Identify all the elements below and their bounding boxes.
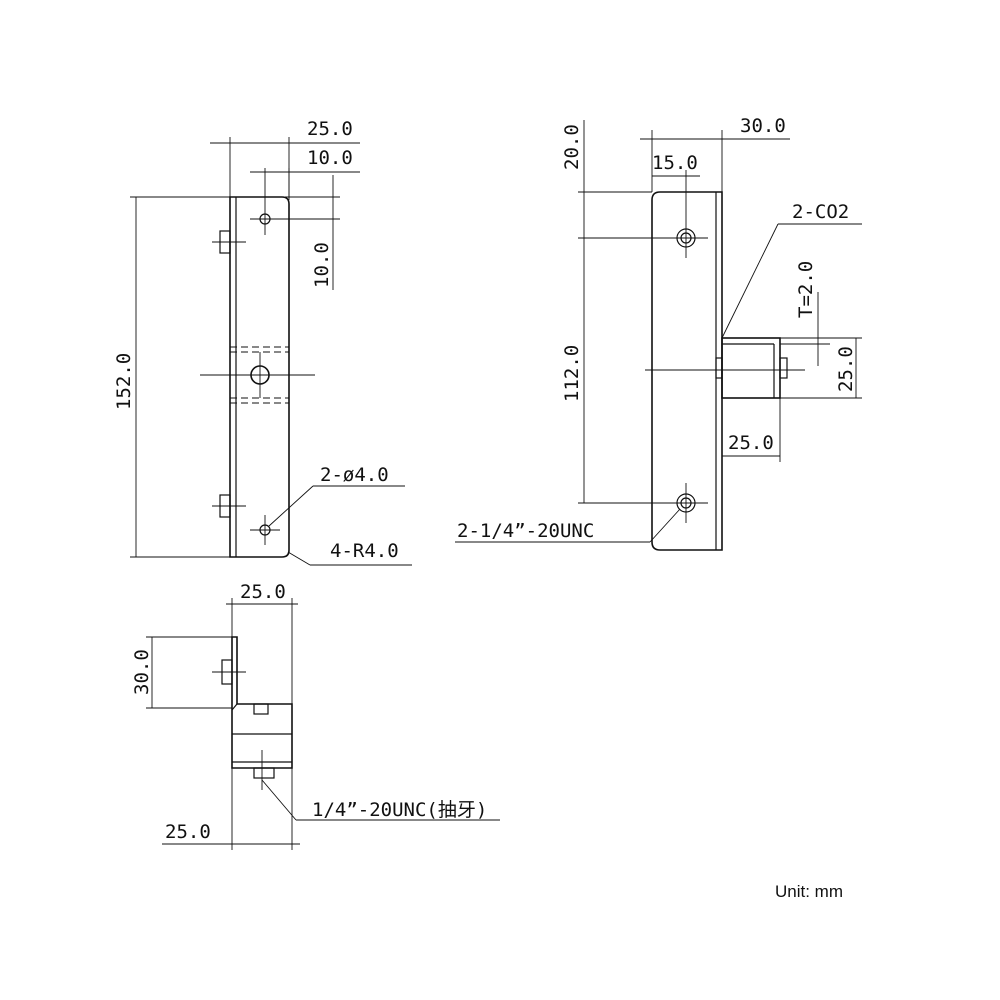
top-dim-depth: 30.0 — [131, 649, 153, 695]
front-plate-outline — [229, 196, 290, 558]
side-thread-callout: 2-1/4”-20UNC — [457, 520, 594, 542]
side-view: 30.0 15.0 20.0 112.0 2-CO2 T=2.0 25.0 25… — [455, 115, 862, 551]
front-radius-callout: 4-R4.0 — [330, 540, 399, 562]
side-plate-outline — [651, 191, 723, 551]
side-bracket-tab — [721, 337, 781, 399]
front-dim-hole-offset: 10.0 — [307, 147, 353, 169]
top-bracket-outline — [231, 636, 293, 769]
top-thread-callout: 1/4”-20UNC(抽牙) — [312, 799, 487, 821]
side-chamfer-callout: 2-CO2 — [792, 201, 849, 223]
side-dim-top-hole: 20.0 — [561, 124, 583, 170]
side-dim-tab-width: 25.0 — [728, 432, 774, 454]
front-dim-height: 152.0 — [113, 353, 135, 410]
front-hole-callout: 2-ø4.0 — [320, 464, 389, 486]
front-view: 25.0 10.0 10.0 152.0 2-ø4.0 4-R4.0 — [113, 118, 412, 566]
top-dim-bottom: 25.0 — [165, 821, 211, 843]
side-dim-hole-spacing: 112.0 — [561, 345, 583, 402]
side-dim-tab-height: 25.0 — [835, 346, 857, 392]
unit-label: Unit: mm — [775, 882, 843, 901]
front-dim-width: 25.0 — [307, 118, 353, 140]
top-dim-width: 25.0 — [240, 581, 286, 603]
side-thickness-callout: T=2.0 — [795, 261, 817, 318]
top-view: 25.0 30.0 25.0 1/4”-20UNC(抽牙) — [131, 581, 500, 850]
front-dim-hole-top: 10.0 — [311, 242, 333, 288]
side-dim-overall-width: 30.0 — [740, 115, 786, 137]
side-dim-hole-offset: 15.0 — [652, 152, 698, 174]
